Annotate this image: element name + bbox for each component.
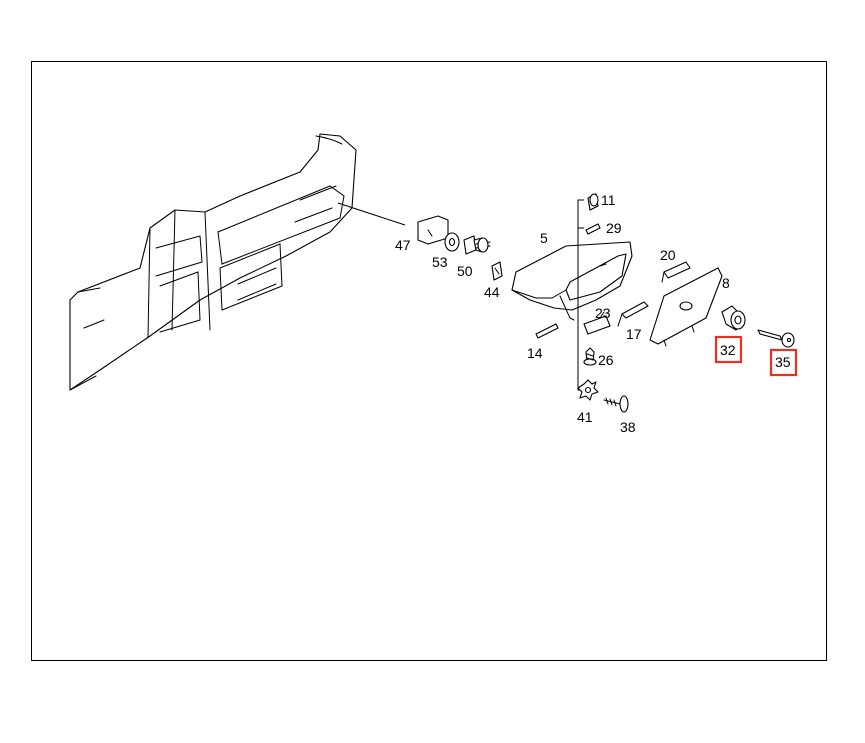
part-44-clip-nut (491, 261, 503, 281)
callout-14[interactable]: 14 (527, 345, 543, 361)
part-11-plug (587, 193, 599, 211)
callout-23[interactable]: 23 (595, 305, 611, 321)
highlight-box-35 (769, 348, 798, 377)
callout-35[interactable]: 35 (775, 354, 791, 370)
callout-50[interactable]: 50 (457, 263, 473, 279)
part-50-bolt (463, 235, 491, 255)
part-47-bracket (417, 215, 449, 245)
callout-32[interactable]: 32 (720, 342, 736, 358)
part-14-rod (535, 323, 559, 339)
callout-20[interactable]: 20 (660, 247, 676, 263)
part-41-star-washer (577, 379, 599, 401)
part-35-key (757, 329, 795, 348)
callout-47[interactable]: 47 (395, 237, 411, 253)
part-53-washer (444, 232, 460, 252)
part-38-screw (603, 395, 629, 413)
part-20-hinge-strip (661, 261, 691, 283)
part-32-lock-cylinder (721, 305, 746, 331)
callout-29[interactable]: 29 (606, 220, 622, 236)
highlight-box-32 (714, 335, 743, 364)
dashboard-assembly (69, 133, 357, 391)
callout-26[interactable]: 26 (598, 352, 614, 368)
callout-44[interactable]: 44 (484, 284, 500, 300)
callout-53[interactable]: 53 (432, 254, 448, 270)
callout-41[interactable]: 41 (577, 409, 593, 425)
callout-38[interactable]: 38 (620, 419, 636, 435)
callout-5[interactable]: 5 (540, 230, 548, 246)
part-8-glove-box-lid (649, 267, 723, 347)
callout-17[interactable]: 17 (626, 326, 642, 342)
part-26-screw (583, 347, 597, 366)
callout-11[interactable]: 11 (601, 192, 616, 208)
part-5-glove-box (511, 241, 633, 321)
part-23-latch (583, 311, 611, 335)
leader-47 (337, 202, 406, 226)
part-17-hinge-strip (617, 301, 649, 327)
part-29-pin (585, 223, 601, 235)
diagram-frame (31, 61, 827, 661)
callout-8[interactable]: 8 (722, 275, 730, 291)
